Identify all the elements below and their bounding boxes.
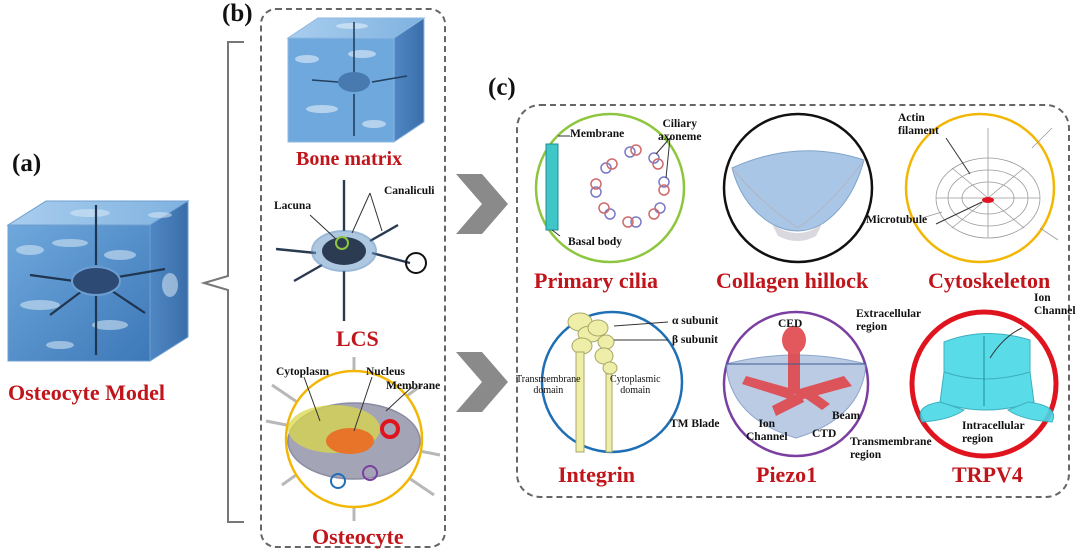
cytoskeleton-title: Cytoskeleton	[928, 268, 1051, 293]
microtubule-label: Microtubule	[866, 214, 928, 226]
collagen-hillock-title: Collagen hillock	[716, 268, 869, 293]
cytoplasm-label: Cytoplasm	[276, 366, 330, 378]
tm-blade-label: TM Blade	[670, 418, 720, 430]
bone-matrix-cube	[286, 17, 426, 143]
cytoskeleton-diagram	[904, 112, 1059, 264]
trpv4-diagram	[909, 309, 1059, 459]
lcs-diagram	[275, 180, 427, 321]
piezo1-diagram	[722, 310, 870, 458]
osteocyte-title: Osteocyte	[312, 524, 404, 549]
bone-matrix-title: Bone matrix	[296, 148, 403, 170]
beam-label: Beam	[832, 410, 861, 422]
ctd-label: CTD	[812, 428, 837, 440]
collagen-hillock-diagram	[722, 112, 874, 264]
panel-c-frame	[516, 104, 1070, 498]
piezo1-title: Piezo1	[756, 462, 818, 487]
lcs-title: LCS	[336, 326, 379, 351]
canaliculi-label: Canaliculi	[384, 185, 435, 197]
ced-label: CED	[778, 318, 803, 330]
integrin-title: Integrin	[558, 462, 635, 487]
membrane-label: Membrane	[386, 380, 441, 392]
osteocyte-model-cube	[6, 200, 190, 362]
panel-label-a: (a)	[12, 150, 42, 177]
primary-cilia-title: Primary cilia	[534, 268, 659, 293]
lacuna-label: Lacuna	[274, 200, 312, 212]
brace-a-to-b	[200, 41, 244, 523]
trpv4-title: TRPV4	[952, 462, 1023, 487]
panel-b-frame	[260, 8, 446, 548]
alpha-subunit-label: α subunit	[672, 315, 719, 327]
chevron-arrow-icon	[456, 352, 508, 412]
primary-cilia-diagram	[534, 112, 686, 264]
cilia-membrane-label: Membrane	[570, 128, 625, 140]
basal-body-label: Basal body	[568, 236, 623, 248]
beta-subunit-label: β subunit	[672, 334, 719, 346]
panel-label-c: (c)	[488, 74, 516, 101]
osteocyte-model-title: Osteocyte Model	[8, 380, 165, 405]
osteocyte-diagram	[265, 357, 441, 521]
panel-label-b: (b)	[222, 0, 253, 27]
chevron-arrow-icon	[456, 174, 508, 234]
nucleus-label: Nucleus	[366, 366, 405, 378]
integrin-diagram	[540, 310, 684, 454]
